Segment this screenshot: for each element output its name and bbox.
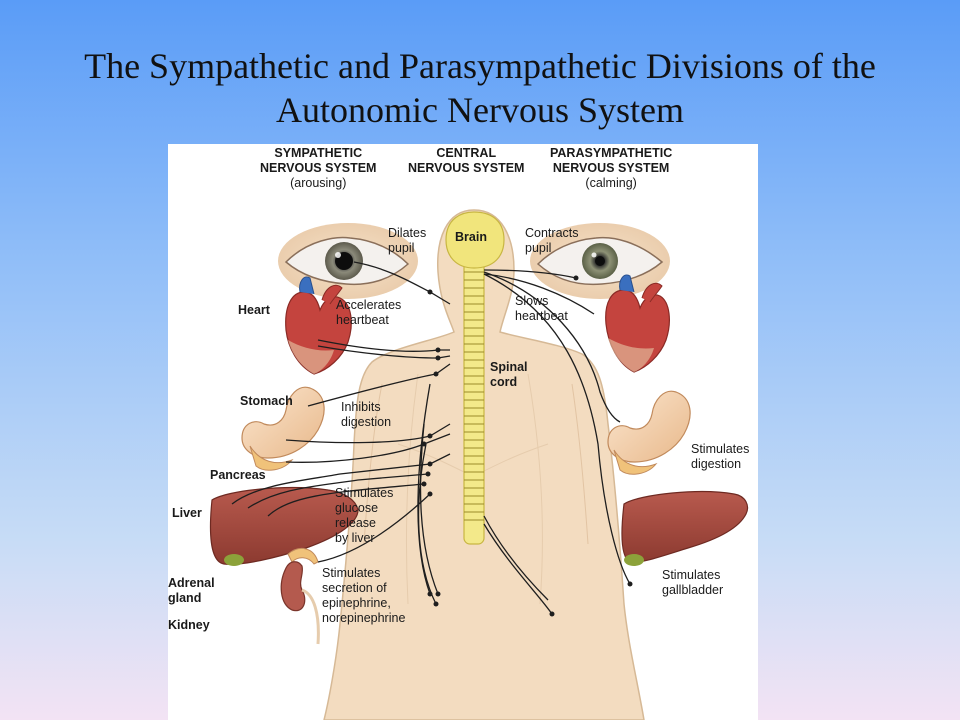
parasympathetic-nerves xyxy=(483,269,631,615)
nervous-system-diagram: SYMPATHETIC NERVOUS SYSTEM (arousing) CE… xyxy=(168,144,758,720)
label-accelerates-heartbeat: Accelerates heartbeat xyxy=(336,298,402,327)
sympathetic-nerves xyxy=(231,261,451,605)
label-stimulates-secretion: Stimulates secretion of epinephrine, nor… xyxy=(322,566,406,625)
label-heart: Heart xyxy=(238,303,270,317)
label-stimulates-gallbladder: Stimulates gallbladder xyxy=(662,568,724,597)
label-stimulates-digestion: Stimulates digestion xyxy=(691,442,750,471)
left-heart xyxy=(285,276,352,375)
label-inhibits-digestion: Inhibits digestion xyxy=(341,400,392,429)
left-eye xyxy=(278,223,418,299)
right-liver xyxy=(621,491,749,566)
label-spinal-cord: Spinal cord xyxy=(490,360,528,389)
label-brain: Brain xyxy=(455,230,487,244)
right-eye xyxy=(530,223,670,299)
right-heart xyxy=(605,274,670,373)
label-stomach: Stomach xyxy=(240,394,293,408)
spinal-cord xyxy=(463,253,485,545)
title-line-2: Autonomic Nervous System xyxy=(276,90,684,130)
label-dilates-pupil: Dilates pupil xyxy=(388,226,427,255)
label-adrenal-gland: Adrenal gland xyxy=(168,576,215,605)
label-pancreas: Pancreas xyxy=(210,468,266,482)
header-central: CENTRAL NERVOUS SYSTEM xyxy=(408,146,525,175)
header-parasympathetic: PARASYMPATHETIC NERVOUS SYSTEM (calming) xyxy=(550,146,673,190)
label-stimulates-glucose: Stimulates glucose release by liver xyxy=(335,486,394,545)
diagram-illustration xyxy=(209,209,749,720)
label-kidney: Kidney xyxy=(168,618,210,632)
ganglia xyxy=(421,275,633,617)
brain xyxy=(445,211,505,269)
kidney xyxy=(280,547,320,645)
label-slows-heartbeat: Slows heartbeat xyxy=(515,294,568,323)
left-liver xyxy=(209,487,359,566)
label-contracts-pupil: Contracts pupil xyxy=(525,226,579,255)
title-line-1: The Sympathetic and Parasympathetic Divi… xyxy=(84,46,876,86)
label-liver: Liver xyxy=(172,506,202,520)
right-stomach xyxy=(607,390,691,475)
header-sympathetic: SYMPATHETIC NERVOUS SYSTEM (arousing) xyxy=(260,146,377,190)
left-stomach xyxy=(241,386,325,471)
slide-title: The Sympathetic and Parasympathetic Divi… xyxy=(0,44,960,132)
